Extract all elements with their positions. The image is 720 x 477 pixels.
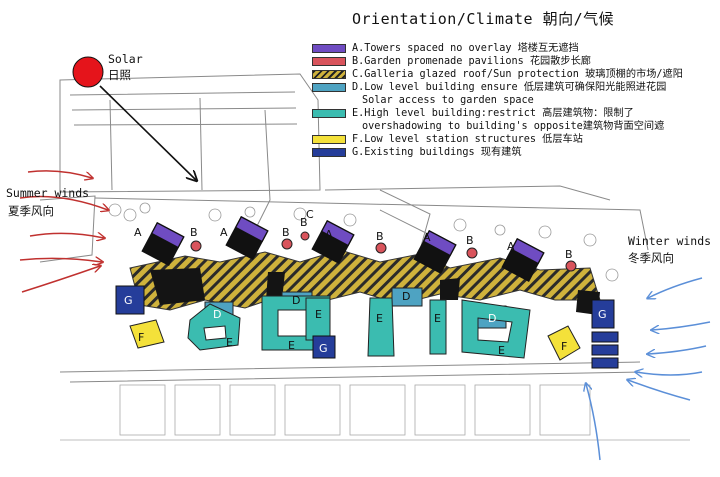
label-pavilion: B bbox=[466, 234, 474, 247]
legend-swatch-low-level bbox=[312, 83, 346, 92]
label-galleria: C bbox=[306, 208, 314, 221]
label-high-building: E bbox=[226, 336, 233, 349]
legend-swatch-towers bbox=[312, 44, 346, 53]
diagram-title: Orientation/Climate 朝向/气候 bbox=[352, 10, 615, 28]
label-low-building: D bbox=[213, 308, 221, 321]
legend-swatch-pavilions bbox=[312, 57, 346, 66]
legend-item-station: F.Low level station structures 低层车站 bbox=[312, 133, 717, 146]
label-low-building: D bbox=[402, 290, 410, 303]
label-high-building: E bbox=[376, 312, 383, 325]
legend: A.Towers spaced no overlay 塔楼互无遮挡 B.Gard… bbox=[312, 42, 717, 159]
summer-winds-label: Summer winds bbox=[6, 186, 90, 200]
tower-1 bbox=[141, 221, 185, 267]
trees-scribble bbox=[108, 202, 619, 282]
label-pavilion: B bbox=[300, 216, 308, 229]
solar-label-cn: 日照 bbox=[108, 68, 131, 82]
tower-2 bbox=[225, 215, 269, 261]
legend-label: B.Garden promenade pavilions 花园散步长廊 bbox=[352, 56, 591, 67]
label-pavilion: B bbox=[565, 248, 573, 261]
label-low-building: D bbox=[292, 294, 300, 307]
label-high-building: E bbox=[315, 308, 322, 321]
legend-swatch-existing bbox=[312, 148, 346, 157]
sun-icon bbox=[72, 56, 104, 88]
label-pavilion: B bbox=[282, 226, 290, 239]
legend-label: F.Low level station structures 低层车站 bbox=[352, 134, 583, 145]
legend-item-pavilions: B.Garden promenade pavilions 花园散步长廊 bbox=[312, 55, 717, 68]
tower-3 bbox=[311, 219, 355, 265]
summer-winds-label-cn: 夏季风向 bbox=[8, 204, 54, 218]
legend-item-existing: G.Existing buildings 现有建筑 bbox=[312, 146, 717, 159]
existing-buildings bbox=[115, 285, 619, 369]
label-high-building: E bbox=[288, 339, 295, 352]
label-pavilion: B bbox=[190, 226, 198, 239]
label-station: F bbox=[561, 340, 567, 353]
legend-label: A.Towers spaced no overlay 塔楼互无遮挡 bbox=[352, 43, 579, 54]
site-grid-blocks bbox=[60, 384, 690, 441]
legend-label: C.Galleria glazed roof/Sun protection 玻璃… bbox=[352, 69, 683, 80]
solar-label: Solar bbox=[108, 52, 143, 66]
label-high-building: E bbox=[434, 312, 441, 325]
label-tower: A bbox=[220, 226, 228, 239]
legend-label: G.Existing buildings 现有建筑 bbox=[352, 147, 522, 158]
label-existing: G bbox=[124, 294, 133, 307]
legend-swatch-station bbox=[312, 135, 346, 144]
label-station: F bbox=[138, 331, 144, 344]
plan-letter-labels: A A A A A B B B B B B C D D D D E E E E … bbox=[124, 208, 607, 357]
label-tower: A bbox=[423, 231, 431, 244]
legend-swatch-galleria bbox=[312, 70, 346, 79]
label-existing: G bbox=[598, 308, 607, 321]
label-pavilion: B bbox=[376, 230, 384, 243]
label-high-building: E bbox=[498, 344, 505, 357]
tower-4 bbox=[413, 229, 457, 275]
winter-winds-label: Winter winds bbox=[628, 234, 712, 248]
towers bbox=[141, 215, 545, 283]
legend-item-high-level: E.High level building:restrict 高层建筑物：限制了 bbox=[312, 107, 717, 120]
label-existing: G bbox=[319, 342, 328, 355]
solar-direction-arrow bbox=[99, 85, 196, 180]
label-tower: A bbox=[134, 226, 142, 239]
legend-continuation: overshadowing to building's opposite建筑物背… bbox=[362, 121, 665, 132]
summer-wind-arrows bbox=[19, 170, 108, 293]
legend-item-low-level: D.Low level building ensure 低层建筑可确保阳光能照进… bbox=[312, 81, 717, 94]
tower-5 bbox=[501, 237, 545, 283]
legend-continuation: Solar access to garden space bbox=[362, 95, 534, 106]
station-structures bbox=[129, 319, 581, 361]
label-tower: A bbox=[325, 228, 333, 241]
legend-item-towers: A.Towers spaced no overlay 塔楼互无遮挡 bbox=[312, 42, 717, 55]
legend-swatch-high-level bbox=[312, 109, 346, 118]
pavilions bbox=[190, 231, 577, 272]
label-tower: A bbox=[507, 240, 515, 253]
winter-wind-arrows bbox=[586, 277, 711, 461]
legend-label: E.High level building:restrict 高层建筑物：限制了 bbox=[352, 108, 634, 119]
label-low-building: D bbox=[488, 312, 496, 325]
legend-label: D.Low level building ensure 低层建筑可确保阳光能照进… bbox=[352, 82, 667, 93]
winter-winds-label-cn: 冬季风向 bbox=[628, 251, 674, 265]
legend-item-galleria: C.Galleria glazed roof/Sun protection 玻璃… bbox=[312, 68, 717, 81]
